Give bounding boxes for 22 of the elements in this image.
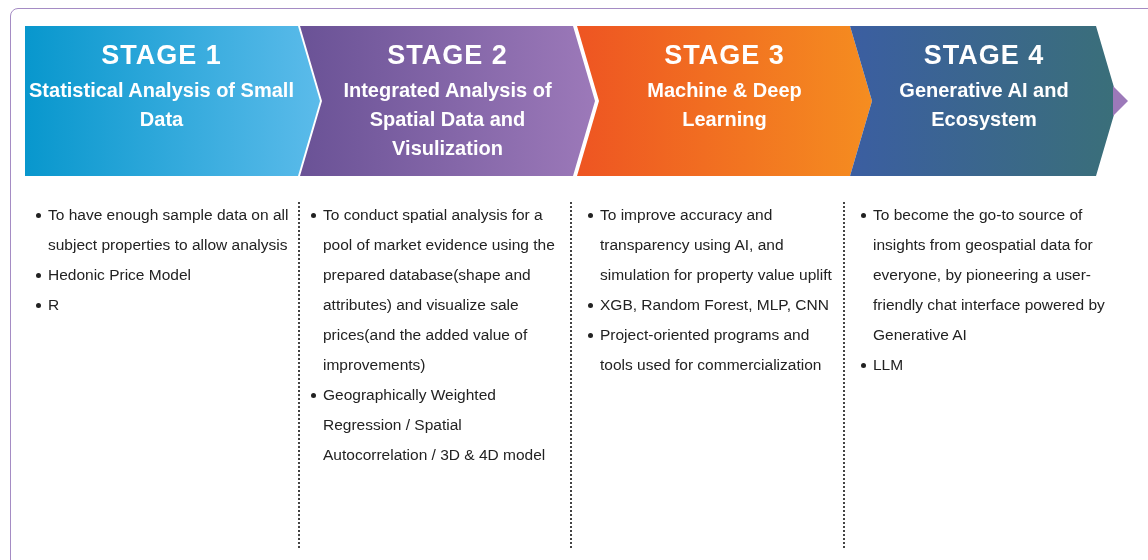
stage-heading: STAGE 1 bbox=[101, 39, 222, 72]
bullet-item: To become the go-to source of insights from geospatial data for everyone, by pioneering a user-friendly chat interface powered by Generative AI bbox=[873, 200, 1117, 350]
chevron-banner bbox=[577, 26, 872, 176]
bullet-item: Geographically Weighted Regression / Spatial Autocorrelation / 3D & 4D model bbox=[323, 380, 567, 470]
stage-heading: STAGE 3 bbox=[664, 39, 785, 72]
bullet-item: To conduct spatial analysis for a pool of market evidence using the prepared database(shape and attributes) and visualize sale prices(and the added value of improvements) bbox=[323, 200, 567, 380]
chevron-banner bbox=[25, 26, 320, 176]
stage-title: Integrated Analysis of Spatial Data and Visulization bbox=[342, 78, 553, 161]
stage-title: Statistical Analysis of Small Data bbox=[29, 78, 294, 132]
stage-heading: STAGE 2 bbox=[387, 39, 508, 72]
stage-title: Machine & Deep Learning bbox=[646, 78, 803, 132]
bullet-item: To have enough sample data on all subject properties to allow analysis bbox=[48, 200, 294, 260]
stage-heading: STAGE 4 bbox=[923, 39, 1045, 72]
chevron-banner bbox=[300, 26, 595, 176]
chevron-banner bbox=[850, 26, 1128, 176]
bullet-item: LLM bbox=[873, 350, 1117, 380]
bullet-item: Hedonic Price Model bbox=[48, 260, 294, 290]
stage-title: Generative AI and Ecosystem bbox=[898, 78, 1070, 132]
bullet-item: Project-oriented programs and tools used for commercialization bbox=[600, 320, 840, 380]
bullet-item: XGB, Random Forest, MLP, CNN bbox=[600, 290, 840, 320]
bullet-item: To improve accuracy and transparency using AI, and simulation for property value uplift bbox=[600, 200, 840, 290]
bullet-item: R bbox=[48, 290, 294, 320]
